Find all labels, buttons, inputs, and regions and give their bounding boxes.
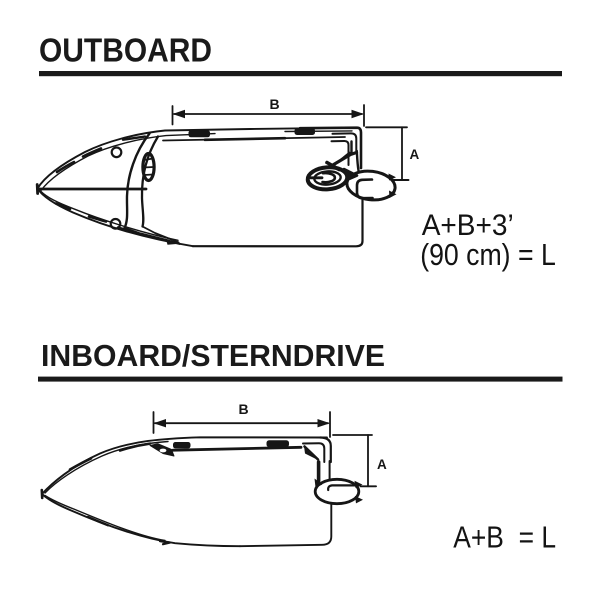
svg-text:OUTBOARD: OUTBOARD <box>39 32 212 69</box>
svg-text:A: A <box>377 457 387 472</box>
svg-text:(90 cm) = L: (90 cm) = L <box>420 238 556 272</box>
svg-text:B: B <box>270 96 280 112</box>
svg-text:A+B = L: A+B = L <box>453 520 556 555</box>
svg-text:A: A <box>410 147 420 162</box>
svg-text:INBOARD/STERNDRIVE: INBOARD/STERNDRIVE <box>41 338 385 373</box>
svg-text:A+B+3’: A+B+3’ <box>422 209 514 242</box>
svg-text:B: B <box>239 401 249 417</box>
